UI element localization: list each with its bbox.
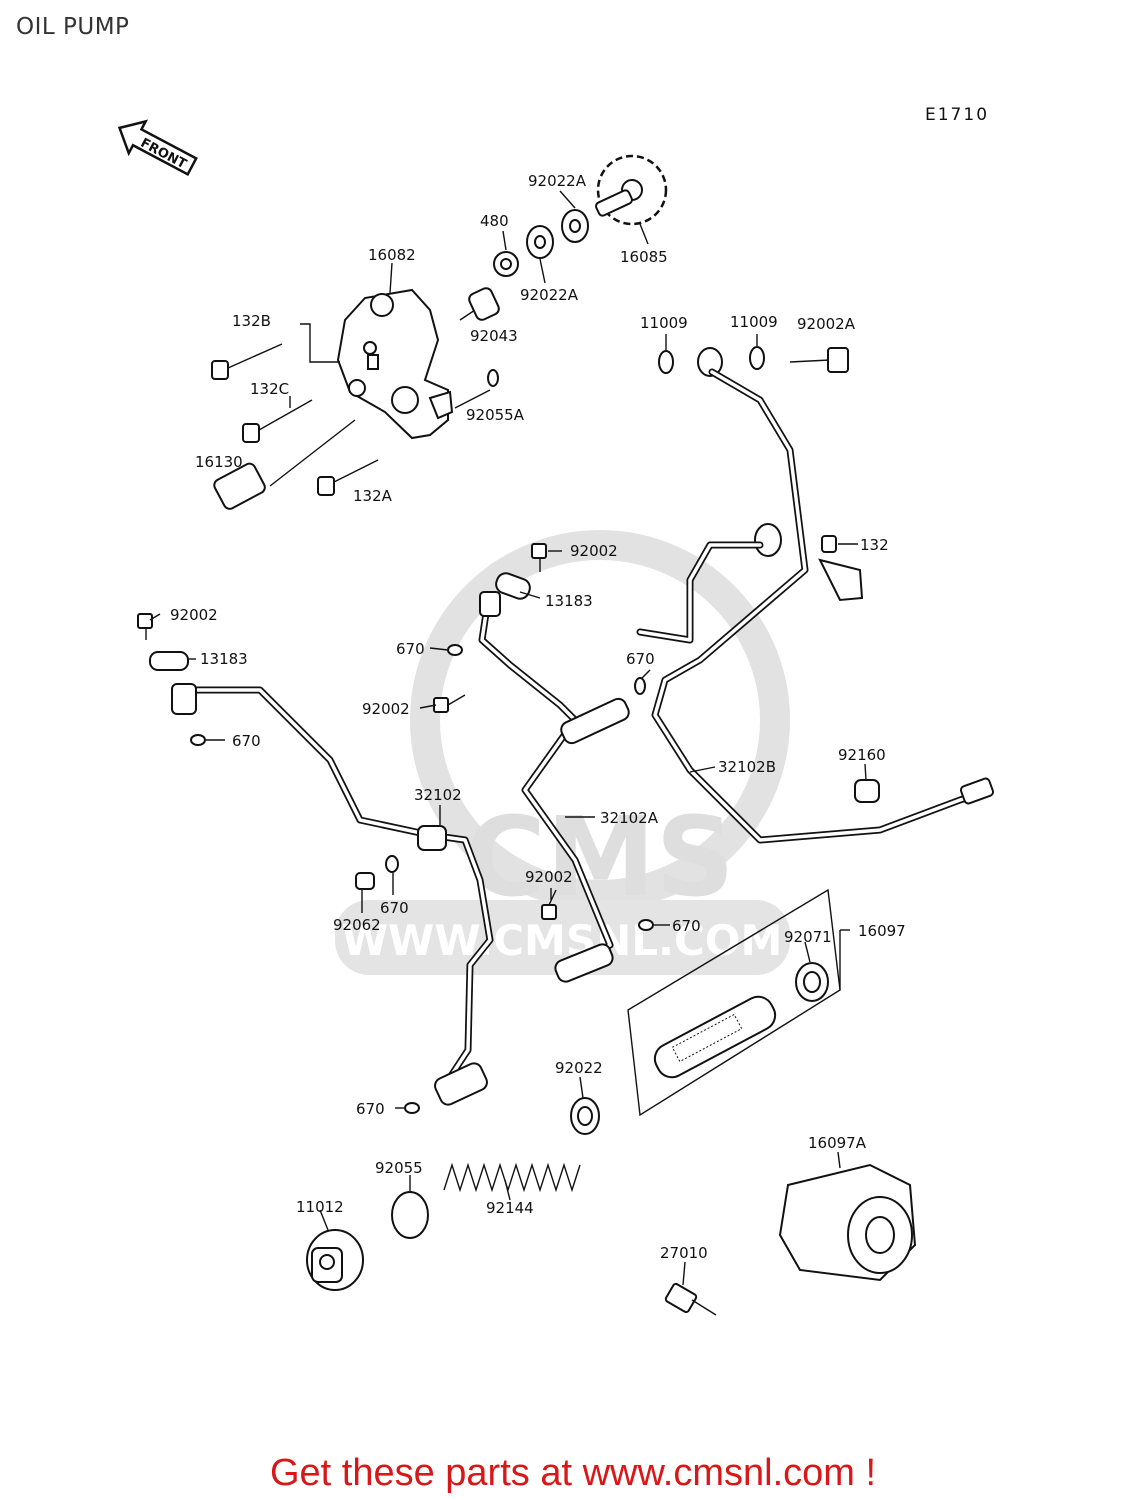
label-92022: 92022 [555,1059,603,1077]
label-670-f: 670 [356,1100,385,1118]
banjo-bolt-92002a-icon [789,347,849,373]
label-670-c: 670 [232,732,261,750]
label-16097a: 16097A [808,1134,867,1152]
label-16130: 16130 [195,453,243,471]
label-32102b: 32102B [718,758,776,776]
label-132: 132 [860,536,889,554]
plug-92062-icon [355,872,375,890]
plug-11012-icon [306,1229,364,1291]
washer-11009-a-icon [658,350,674,374]
bolt-92002-c-icon [433,694,466,713]
label-32102: 32102 [414,786,462,804]
label-92022a-bottom: 92022A [520,286,579,304]
label-11009-a: 11009 [640,314,688,332]
bolt-92002-d-icon [541,889,557,920]
watermark-brand: CMS [465,793,734,921]
oring-92055a-icon [487,369,499,387]
label-670-b: 670 [626,650,655,668]
diagram-code: E1710 [925,105,989,125]
oring-670-d-icon [385,855,399,873]
pipe-32102b-icon [636,368,995,844]
label-92062: 92062 [333,916,381,934]
label-92002a: 92002A [797,315,856,333]
label-13183-a: 13183 [545,592,593,610]
label-92144: 92144 [486,1199,534,1217]
bolt-92002-a-icon [531,543,547,572]
label-670-d: 670 [380,899,409,917]
label-92071: 92071 [784,928,832,946]
banjo-upper-icon [754,523,782,557]
bolt-132b-icon [211,343,283,380]
label-16085: 16085 [620,248,668,266]
oring-670-b-icon [634,677,646,695]
label-92055: 92055 [375,1159,423,1177]
oring-92055-icon [391,1191,429,1239]
label-480: 480 [480,212,509,230]
oring-670-c-icon [190,734,206,746]
bolt-132-icon [818,535,864,602]
spring-92144-icon [443,1162,581,1193]
oring-670-a-icon [447,644,463,656]
page-title: OIL PUMP [16,14,130,40]
seal-92071-icon [795,962,829,1002]
watermark-url: WWW.CMSNL.COM [342,916,783,965]
switch-27010-icon [664,1282,717,1316]
oil-pump-body-icon [336,288,454,440]
label-132a: 132A [353,487,393,505]
washer-11009-b-icon [749,346,765,370]
bolt-92002-b-icon [137,613,153,640]
fitting-16130-icon [213,462,266,510]
label-670-a: 670 [396,640,425,658]
label-27010: 27010 [660,1244,708,1262]
label-132c: 132C [250,380,289,398]
label-92022a-top: 92022A [528,172,587,190]
label-92055a: 92055A [466,406,525,424]
label-13183-b: 13183 [200,650,248,668]
oil-filter-16097a-icon [778,1163,917,1282]
label-16097: 16097 [858,922,906,940]
label-11009-b: 11009 [730,313,778,331]
parts-diagram: CMS WWW.CMSNL.COM E1710 FRONT [117,105,995,1316]
label-32102a: 32102A [600,809,659,827]
label-670-e: 670 [672,917,701,935]
oring-670-e-icon [638,919,654,931]
label-92160: 92160 [838,746,886,764]
bolt-132c-icon [242,399,313,443]
label-92002-a: 92002 [570,542,618,560]
label-92043: 92043 [470,327,518,345]
label-16082: 16082 [368,246,416,264]
front-arrow-icon: FRONT [117,119,198,177]
pipe-32102-icon [171,683,494,1106]
footer-parts-link[interactable]: Get these parts at www.cmsnl.com ! [269,1452,877,1494]
clamp-13183-b-icon [149,651,189,671]
label-92002-c: 92002 [362,700,410,718]
label-92002-b: 92002 [170,606,218,624]
label-11012: 11012 [296,1198,344,1216]
label-132b: 132B [232,312,271,330]
collar-92160-icon [854,779,880,803]
label-92002-d: 92002 [525,868,573,886]
watermark: CMS WWW.CMSNL.COM [335,530,790,975]
pipe-32102a-icon [478,591,630,983]
oring-670-f-icon [404,1102,420,1114]
dowel-92043-icon [468,287,500,321]
banjo-fitting-icon [697,347,723,377]
sprocket-16085-icon [595,154,668,226]
bolt-132a-icon [317,459,379,496]
